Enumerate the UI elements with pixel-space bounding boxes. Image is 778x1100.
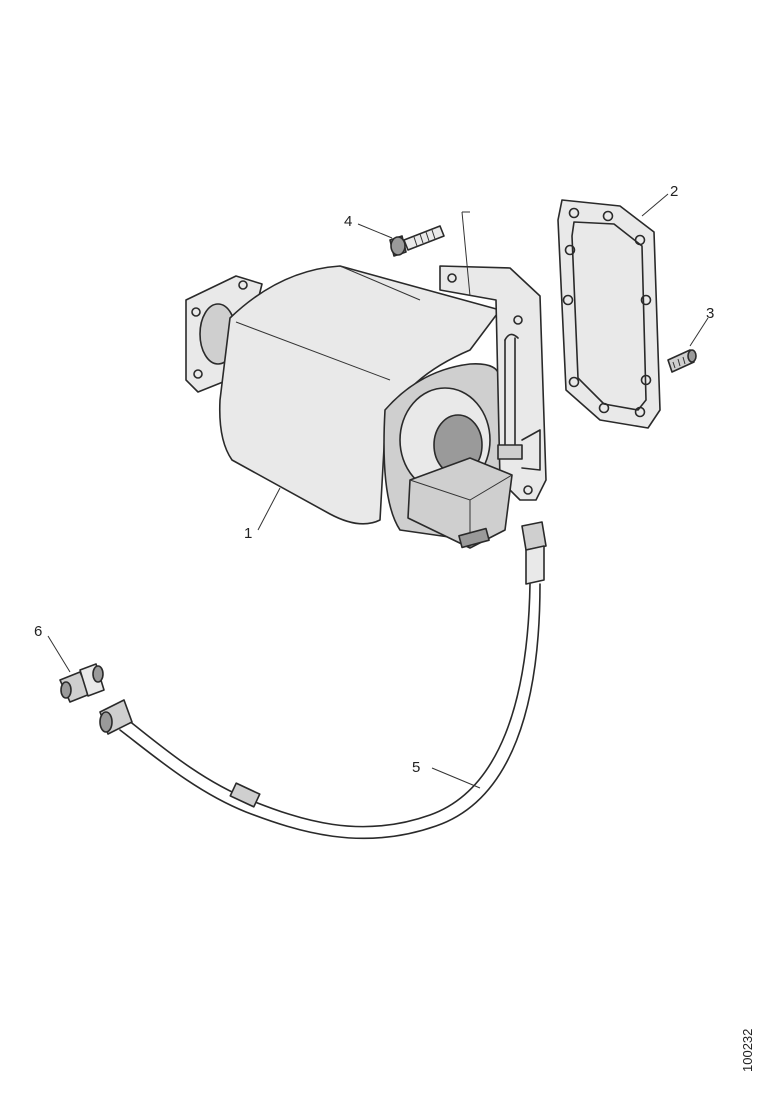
part-3-screw: [667, 349, 697, 373]
callout-5: 5: [412, 759, 421, 776]
callout-3: 3: [706, 305, 715, 322]
leader-lines: [47, 193, 709, 789]
part-6-union: [59, 663, 105, 703]
part-4-bolt: [389, 225, 445, 257]
callout-6: 6: [34, 623, 43, 640]
callout-4: 4: [344, 213, 353, 230]
part-2-gasket: [557, 199, 661, 429]
part-1-housing: [185, 265, 547, 549]
part-5-hose: [99, 521, 547, 840]
drawing-reference-code: 100232: [740, 1028, 755, 1072]
callout-1: 1: [244, 525, 253, 542]
callout-2: 2: [670, 183, 679, 200]
